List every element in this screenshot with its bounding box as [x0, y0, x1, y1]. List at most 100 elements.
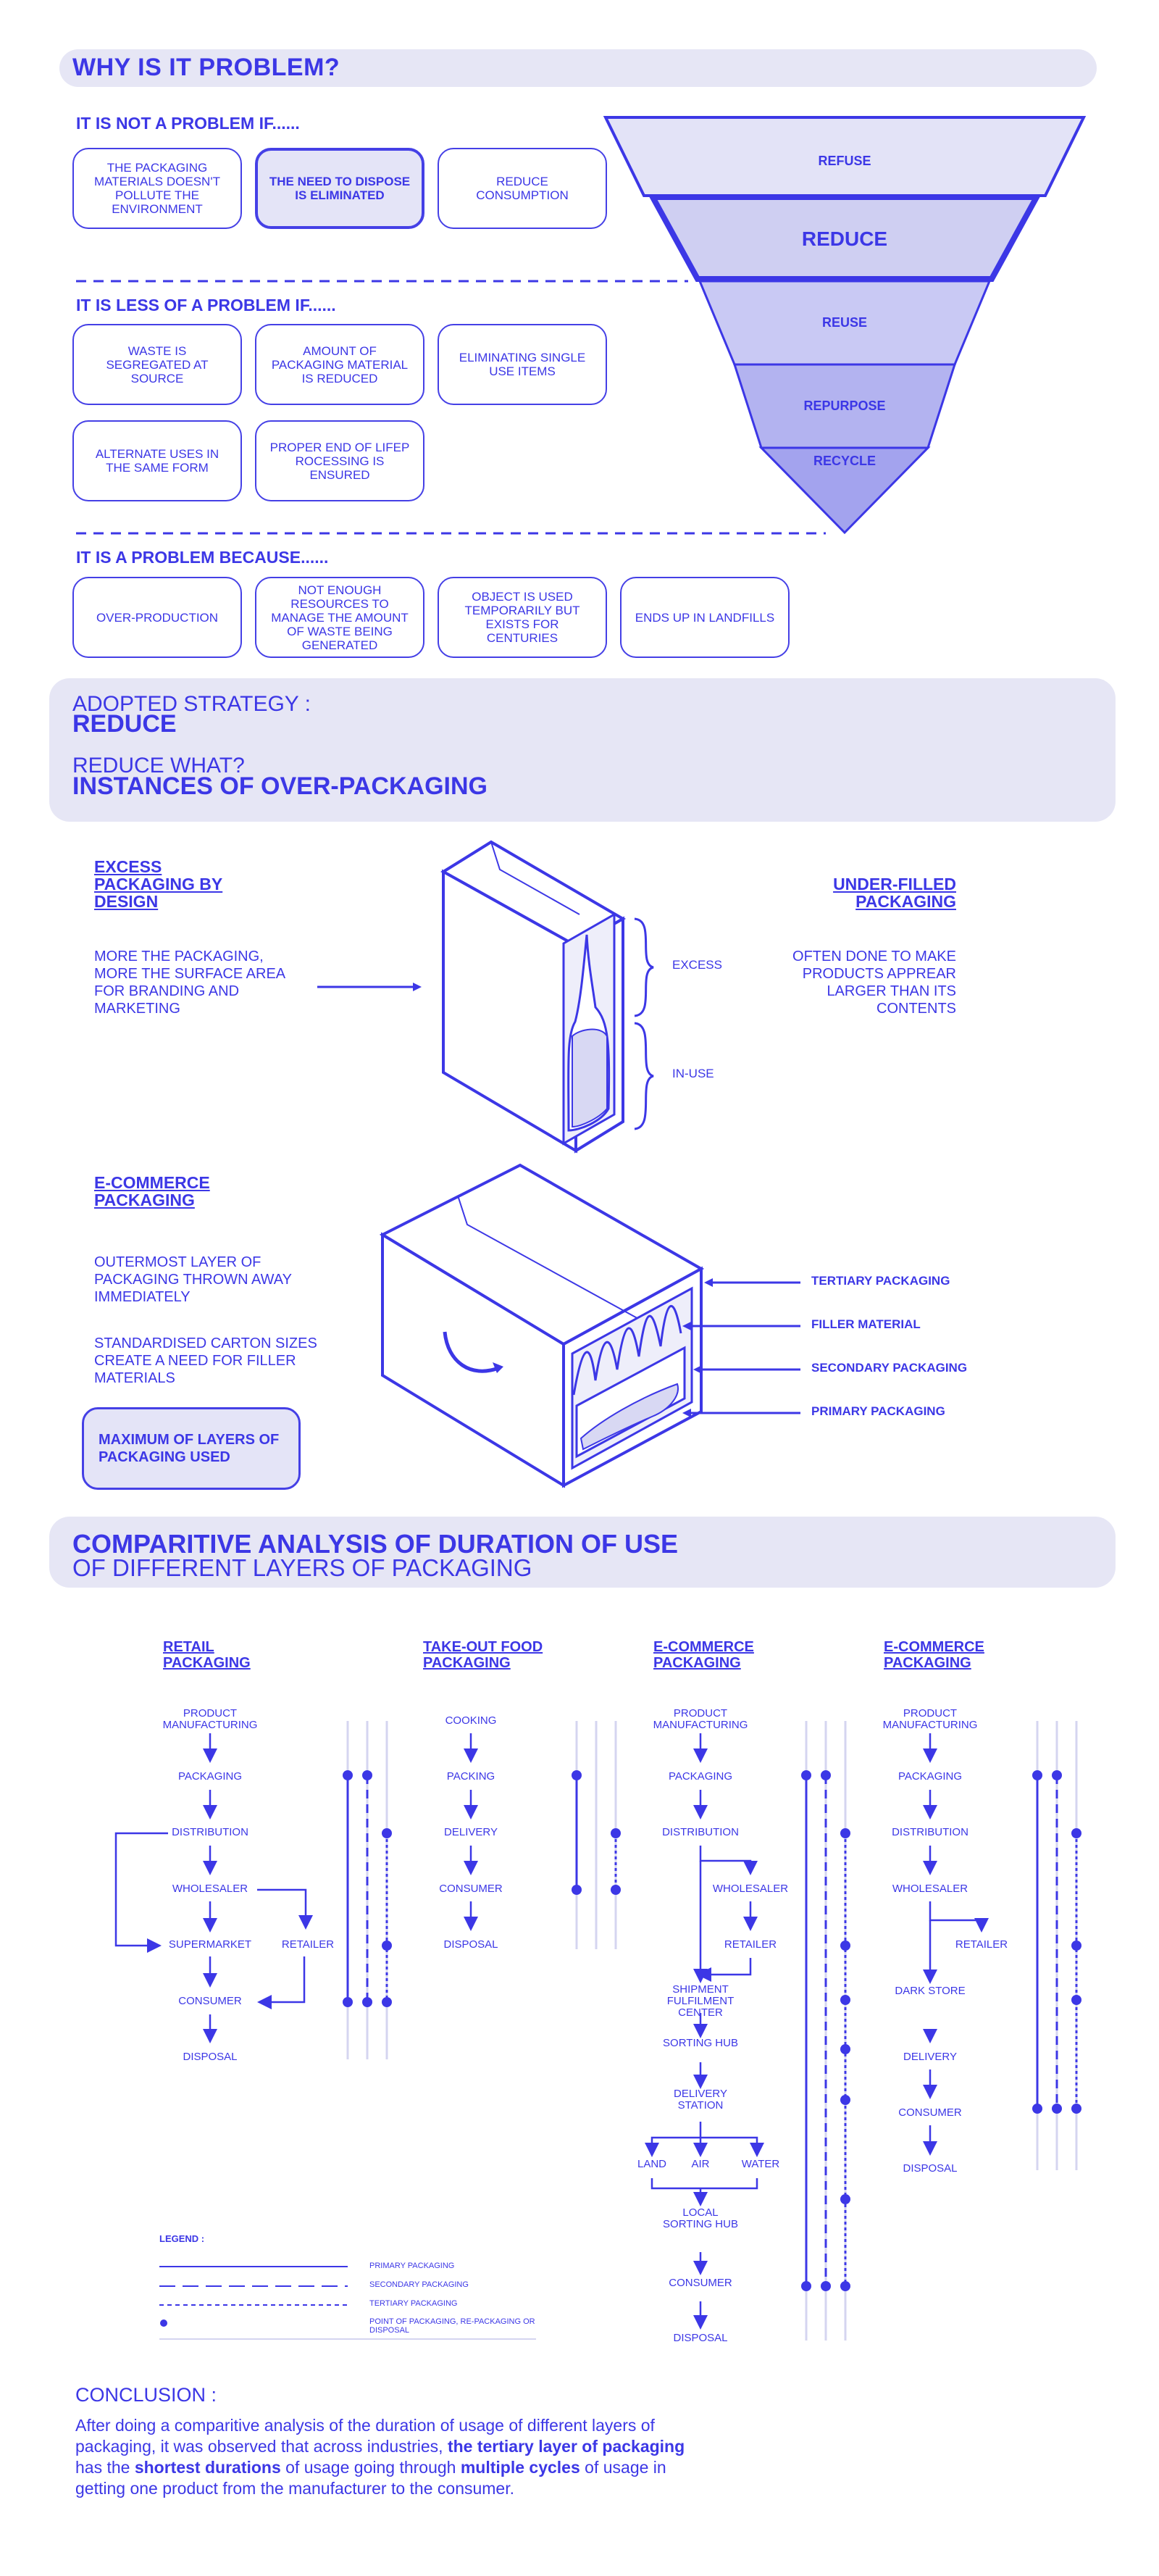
layer-filler: FILLER MATERIAL [811, 1317, 921, 1331]
pyramid-level-repurpose: REPURPOSE [803, 399, 886, 413]
section-title: WHY IS IT PROBLEM? [72, 54, 340, 81]
underfilled-packaging-text: OFTEN DONE TO MAKE PRODUCTS APPREAR LARG… [792, 949, 956, 1017]
flow-charts [114, 1721, 1081, 2341]
flow-step: DELIVERY STATION [674, 2088, 727, 2112]
flow-step: DISTRIBUTION [662, 1826, 739, 1838]
less-problem-item: ELIMINATING SINGLE USE ITEMS [438, 324, 607, 405]
legend-point: POINT OF PACKAGING, RE-PACKAGING OR DISP… [369, 2317, 535, 2335]
col-takeout-title: TAKE-OUT FOOD PACKAGING [423, 1639, 543, 1671]
pyramid-level-reuse: REUSE [821, 315, 867, 330]
less-problem-heading: IT IS LESS OF A PROBLEM IF...... [76, 296, 336, 314]
label-excess: EXCESS [672, 958, 722, 972]
flow-step: PACKAGING [898, 1770, 963, 1783]
pyramid-level-recycle: RECYCLE [813, 454, 876, 468]
flow-step: RETAILER [281, 1938, 335, 1951]
legend-title: LEGEND : [159, 2233, 205, 2244]
flow-step: COOKING [445, 1714, 497, 1727]
flow-step: WHOLESALER [172, 1883, 248, 1895]
flow-step: SHIPMENT FULFILMENT CENTER [666, 1983, 735, 2019]
pyramid-level-refuse: REFUSE [818, 154, 871, 168]
flow-step: WHOLESALER [892, 1883, 968, 1895]
ecommerce-highlight-box: MAXIMUM OF LAYERS OF PACKAGING USED [82, 1407, 301, 1490]
strategy-value-2: INSTANCES OF OVER-PACKAGING [72, 772, 488, 800]
flow-step: WATER [741, 2158, 780, 2170]
conclusion-body: After doing a comparitive analysis of th… [75, 2415, 713, 2499]
col-retail-title: RETAIL PACKAGING [163, 1639, 251, 1671]
strategy-label-2: REDUCE WHAT? [72, 754, 245, 778]
flow-step: DARK STORE [895, 1985, 966, 1997]
flow-step: DISPOSAL [903, 2162, 958, 2175]
ecommerce-text-1: OUTERMOST LAYER OF PACKAGING THROWN AWAY… [94, 1254, 292, 1305]
strategy-label: ADOPTED STRATEGY : [72, 692, 311, 716]
ecommerce-packaging-title: E-COMMERCE PACKAGING [94, 1173, 210, 1209]
flow-step: CONSUMER [669, 2277, 732, 2289]
flow-step: PACKAGING [668, 1770, 733, 1783]
conclusion-title: CONCLUSION : [75, 2384, 217, 2406]
flow-step: RETAILER [724, 1938, 777, 1951]
analysis-band [49, 1517, 1116, 1588]
conclusion-bold: the tertiary layer of packaging [447, 2437, 685, 2456]
waste-hierarchy-pyramid [76, 116, 1087, 535]
flow-step: PRODUCT MANUFACTURING [162, 1707, 258, 1731]
flow-step: RETAILER [955, 1938, 1008, 1951]
is-problem-item: NOT ENOUGH RESOURCES TO MANAGE THE AMOUN… [255, 577, 424, 658]
ecommerce-text-2: STANDARDISED CARTON SIZES CREATE A NEED … [94, 1335, 317, 1386]
legend-secondary: SECONDARY PACKAGING [369, 2280, 469, 2289]
flow-step: SORTING HUB [663, 2037, 738, 2049]
flow-step: WHOLESALER [712, 1883, 789, 1895]
conclusion-bold: shortest durations [134, 2458, 281, 2477]
flow-step: SUPERMARKET [168, 1938, 252, 1951]
is-problem-heading: IT IS A PROBLEM BECAUSE...... [76, 548, 329, 567]
flow-step: AIR [691, 2158, 710, 2170]
is-problem-item: OVER-PRODUCTION [72, 577, 242, 658]
less-problem-item: AMOUNT OF PACKAGING MATERIAL IS REDUCED [255, 324, 424, 405]
legend-primary: PRIMARY PACKAGING [369, 2262, 455, 2270]
is-problem-item: OBJECT IS USED TEMPORARILY BUT EXISTS FO… [438, 577, 607, 658]
legend-tertiary: TERTIARY PACKAGING [369, 2299, 458, 2308]
flow-step: DISPOSAL [673, 2332, 728, 2344]
conclusion-text: of usage going through [280, 2458, 461, 2477]
flow-step: DISTRIBUTION [172, 1826, 248, 1838]
flow-step: PRODUCT MANUFACTURING [653, 1707, 748, 1731]
flow-step: DISPOSAL [443, 1938, 498, 1951]
analysis-subtitle: OF DIFFERENT LAYERS OF PACKAGING [72, 1554, 532, 1581]
layer-primary: PRIMARY PACKAGING [811, 1404, 945, 1418]
label-in-use: IN-USE [672, 1067, 714, 1080]
not-problem-item: REDUCE CONSUMPTION [438, 148, 607, 229]
is-problem-item: ENDS UP IN LANDFILLS [620, 577, 790, 658]
layer-tertiary: TERTIARY PACKAGING [811, 1274, 950, 1288]
flow-step: LAND [637, 2158, 666, 2170]
analysis-title: COMPARITIVE ANALYSIS OF DURATION OF USE [72, 1529, 679, 1559]
less-problem-item: WASTE IS SEGREGATED AT SOURCE [72, 324, 242, 405]
excess-packaging-text: MORE THE PACKAGING, MORE THE SURFACE ARE… [94, 949, 285, 1017]
section-header-band [59, 49, 1097, 87]
flow-step: DELIVERY [444, 1826, 498, 1838]
underfilled-packaging-title: UNDER-FILLED PACKAGING [833, 875, 956, 911]
strategy-band [49, 678, 1116, 822]
flow-step: CONSUMER [898, 2106, 962, 2119]
col-ecom-title: E-COMMERCE PACKAGING [653, 1639, 754, 1671]
flow-step: PACKAGING [177, 1770, 243, 1783]
not-problem-item: THE PACKAGING MATERIALS DOESN'T POLLUTE … [72, 148, 242, 229]
flow-step: DISTRIBUTION [892, 1826, 968, 1838]
conclusion-text: has the [75, 2458, 135, 2477]
flow-step: PACKING [446, 1770, 495, 1783]
less-problem-item: PROPER END OF LIFEP ROCESSING IS ENSURED [255, 420, 424, 501]
conclusion-bold: multiple cycles [460, 2458, 580, 2477]
box-illustrations [317, 840, 800, 1488]
flow-step: CONSUMER [178, 1995, 242, 2007]
flow-step: LOCAL SORTING HUB [663, 2206, 738, 2230]
flow-step: DISPOSAL [183, 2051, 238, 2063]
col-ecom2-title: E-COMMERCE PACKAGING [884, 1639, 984, 1671]
less-problem-item: ALTERNATE USES IN THE SAME FORM [72, 420, 242, 501]
not-problem-item-highlight: THE NEED TO DISPOSE IS ELIMINATED [255, 148, 424, 229]
flow-step: PRODUCT MANUFACTURING [882, 1707, 978, 1731]
pyramid-level-reduce: REDUCE [801, 228, 888, 250]
conclusion-text: of usage in getting one product from the… [75, 2458, 666, 2498]
layer-secondary: SECONDARY PACKAGING [811, 1361, 968, 1375]
conclusion-text: After doing a comparitive analysis of th… [75, 2416, 655, 2456]
flow-step: CONSUMER [439, 1883, 503, 1895]
flow-step: DELIVERY [903, 2051, 957, 2063]
not-problem-heading: IT IS NOT A PROBLEM IF...... [76, 114, 300, 133]
strategy-value: REDUCE [72, 710, 177, 738]
